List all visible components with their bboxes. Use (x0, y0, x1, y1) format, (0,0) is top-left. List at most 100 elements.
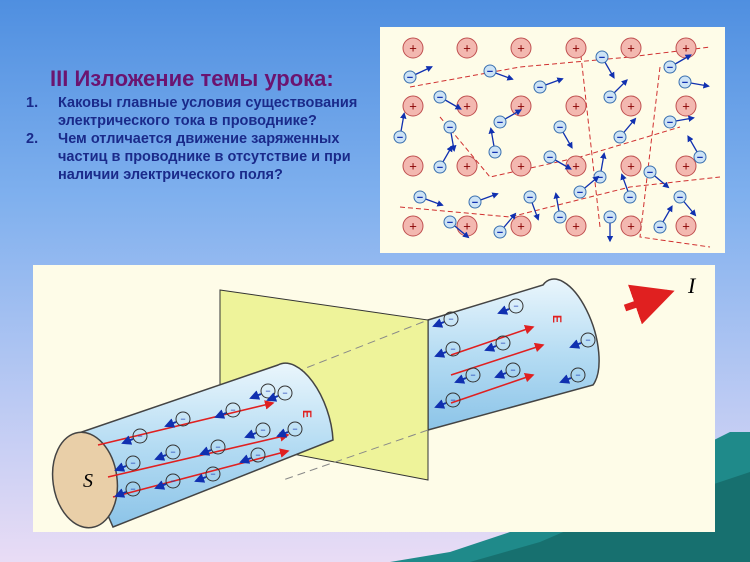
positive-ion: + (402, 155, 424, 177)
svg-text:−: − (265, 386, 270, 396)
svg-text:+: + (627, 219, 635, 234)
positive-ion: + (510, 95, 532, 117)
positive-ion: + (620, 155, 642, 177)
svg-text:−: − (487, 66, 493, 78)
positive-ion: + (456, 95, 478, 117)
svg-text:−: − (130, 458, 135, 468)
positive-ion: + (675, 215, 697, 237)
positive-ion: + (402, 215, 424, 237)
electron: − (121, 428, 148, 445)
svg-text:+: + (517, 41, 525, 56)
svg-text:−: − (130, 484, 135, 494)
electron: − (687, 135, 707, 164)
svg-text:−: − (557, 122, 563, 134)
svg-text:−: − (447, 122, 453, 134)
electron: − (493, 109, 522, 129)
electron: − (678, 75, 710, 89)
electron: − (403, 66, 433, 84)
current-label: I (687, 273, 697, 298)
svg-text:−: − (255, 450, 260, 460)
svg-text:−: − (470, 370, 475, 380)
current-arrow (623, 284, 675, 325)
electron: − (613, 117, 637, 144)
electron: − (114, 481, 141, 498)
svg-text:+: + (682, 159, 690, 174)
positive-ion: + (456, 215, 478, 237)
svg-text:−: − (500, 338, 505, 348)
field-arrow (450, 325, 535, 356)
electron: − (393, 112, 407, 144)
electron: − (488, 127, 502, 159)
field-arrow (450, 373, 535, 404)
electron: − (569, 332, 596, 349)
positive-ion: + (456, 37, 478, 59)
electron: − (433, 145, 453, 174)
svg-text:−: − (617, 132, 623, 144)
svg-text:−: − (437, 92, 443, 104)
electron: − (413, 190, 444, 207)
positive-ion: + (675, 37, 697, 59)
svg-text:−: − (577, 187, 583, 199)
svg-text:−: − (137, 431, 142, 441)
electron: − (266, 385, 293, 402)
electron: − (663, 115, 695, 129)
electron: − (595, 50, 615, 79)
electron: − (543, 150, 572, 170)
electron: − (653, 205, 673, 234)
svg-text:−: − (597, 172, 603, 184)
positive-ion: + (510, 37, 532, 59)
svg-text:+: + (682, 99, 690, 114)
electron: − (484, 335, 511, 352)
svg-text:−: − (627, 192, 633, 204)
svg-text:−: − (447, 217, 453, 229)
svg-text:−: − (448, 314, 453, 324)
electron: − (468, 192, 499, 209)
question-text: Чем отличается движение заряженных части… (58, 131, 351, 183)
electron: − (663, 54, 692, 74)
svg-text:−: − (397, 132, 403, 144)
svg-text:+: + (682, 219, 690, 234)
electron: − (114, 455, 141, 472)
svg-text:−: − (527, 192, 533, 204)
svg-text:−: − (282, 388, 287, 398)
svg-text:+: + (409, 99, 417, 114)
question-list: 1.Каковы главные условия существования э… (26, 94, 386, 184)
svg-text:+: + (682, 41, 690, 56)
svg-text:−: − (450, 344, 455, 354)
svg-text:−: − (557, 212, 563, 224)
electron: − (573, 175, 600, 199)
electron: − (214, 402, 241, 419)
positive-ion: + (456, 155, 478, 177)
question-item: 2.Чем отличается движение заряженных час… (26, 130, 386, 184)
svg-text:−: − (260, 425, 265, 435)
positive-ion: + (565, 95, 587, 117)
svg-text:−: − (599, 52, 605, 64)
electron: − (432, 311, 459, 328)
svg-text:−: − (230, 405, 235, 415)
conductor-diagram: S −−−−−−−−−−−−−−−−−−−−−−− E E I (33, 265, 715, 532)
electron: − (433, 90, 462, 110)
svg-text:−: − (407, 72, 413, 84)
positive-ion: + (510, 215, 532, 237)
svg-text:−: − (210, 469, 215, 479)
electron: − (194, 466, 221, 483)
positive-ion: + (620, 215, 642, 237)
electron: − (533, 77, 564, 94)
svg-text:+: + (627, 159, 635, 174)
electron: − (493, 212, 517, 239)
svg-text:−: − (513, 301, 518, 311)
svg-text:−: − (677, 192, 683, 204)
electron: − (434, 341, 461, 358)
field-arrow (107, 432, 290, 478)
svg-text:+: + (463, 41, 471, 56)
svg-text:−: − (647, 167, 653, 179)
electron: − (603, 79, 628, 104)
svg-text:+: + (572, 219, 580, 234)
svg-text:−: − (417, 192, 423, 204)
svg-text:−: − (607, 212, 613, 224)
svg-text:−: − (170, 476, 175, 486)
svg-text:+: + (572, 159, 580, 174)
lattice-diagram: ++++++++++++++++++++++++−−−−−−−−−−−−−−−−… (380, 27, 725, 253)
question-text: Каковы главные условия существования эле… (58, 95, 358, 129)
positive-ion: + (620, 37, 642, 59)
